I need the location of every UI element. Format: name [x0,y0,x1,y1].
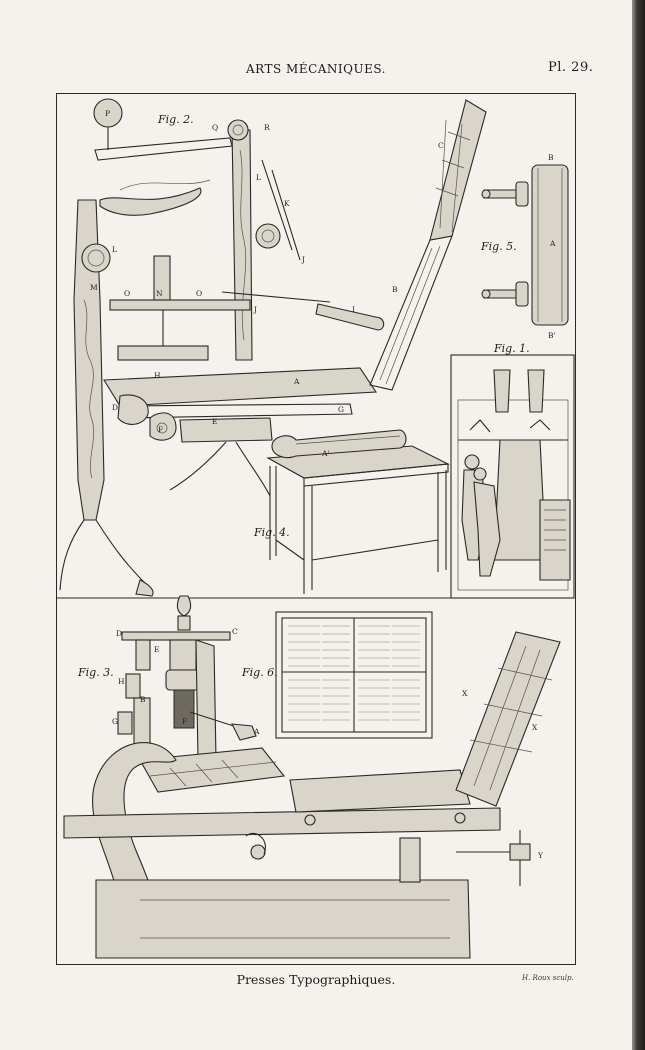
letter-C: C [438,141,444,150]
fig5-letters: B A B' [548,153,556,340]
fig4-letters: A' [321,449,329,458]
letter-D: D [112,403,118,412]
letter-J: J [253,305,257,314]
plate-number: Pl. 29. [548,60,594,75]
letter-C: C [232,627,238,636]
letter-Y: Y [537,851,544,860]
letter-A: A [293,377,300,386]
letter-F: F [182,717,187,726]
letter-B: B [392,285,398,294]
section-title: ARTS MÉCANIQUES. [246,62,386,76]
fig6-label: Fig. 6. [241,666,278,679]
fig2-press [59,98,487,597]
fig1-frame [450,354,575,599]
letter-X: X [532,723,538,732]
letter-R: R [264,123,270,132]
fig2-letters: P Q R L L K J J M O N O H D E G A B C I … [90,109,444,434]
letter-B: B [140,695,146,704]
letter-I: I [352,305,355,314]
letter-G: G [112,717,118,726]
plate-frame [56,93,576,965]
letter-H: H [118,677,125,686]
fig5-roller [481,164,569,326]
fig1-workshop [457,369,571,591]
letter-X: X [462,689,468,698]
engraver-signature: H. Roux sculp. [522,974,574,982]
fig6-forme [275,611,433,739]
letter-M: M [90,283,98,292]
letter-P: P [105,109,110,118]
fig3-letters: D E C H B F G A X X Y [112,627,544,860]
fig3-label: Fig. 3. [77,666,114,679]
letter-F: F [158,425,163,434]
plate-caption: Presses Typographiques. [236,972,396,987]
letter-O: O [124,289,130,298]
book-edge [632,0,645,1050]
fig5-label: Fig. 5. [480,240,517,253]
letter-E: E [154,645,159,654]
fig2-label: Fig. 2. [157,113,194,126]
fig4-inking-table [266,429,450,594]
letter-B: B [548,153,554,162]
letter-A: A [549,239,556,248]
letter-L: L [256,173,261,182]
fig3-press [63,595,561,959]
fig1-label: Fig. 1. [493,342,530,355]
letter-L: L [112,245,117,254]
letter-N: N [156,289,163,298]
fig4-label: Fig. 4. [253,526,290,539]
letter-K: K [284,199,290,208]
letter-A-prime: A' [321,449,329,458]
letter-H: H [154,371,161,380]
letter-G: G [338,405,344,414]
letter-O: O [196,289,202,298]
letter-A: A [253,727,260,736]
letter-B-prime: B' [548,331,556,340]
letter-Q: Q [212,123,218,132]
letter-D: D [116,629,122,638]
letter-E: E [212,417,217,426]
letter-J: J [301,255,305,264]
